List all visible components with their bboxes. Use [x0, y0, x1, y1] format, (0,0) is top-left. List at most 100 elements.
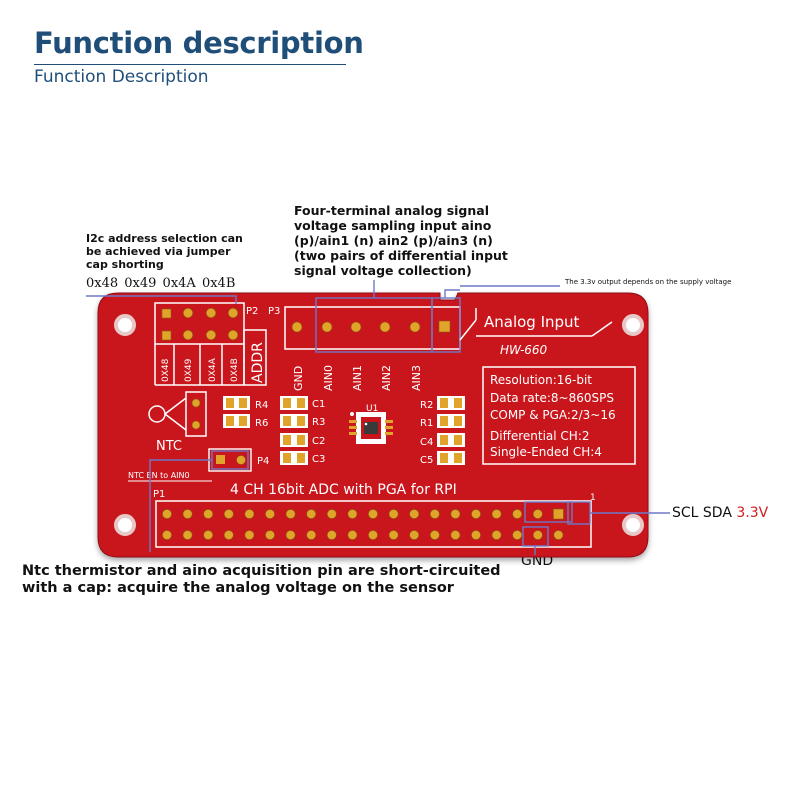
- spec-comp: COMP & PGA:2/3~16: [490, 408, 616, 422]
- r4-label: R4: [255, 400, 268, 411]
- gpio-pin: [265, 530, 275, 540]
- p4-label: P4: [257, 456, 269, 467]
- c3-label: C3: [312, 454, 325, 465]
- gpio-pin: [368, 530, 378, 540]
- gpio-pin: [450, 530, 461, 540]
- leader-lines: [86, 280, 670, 555]
- gpio-pin: [429, 509, 440, 519]
- gpio-pin: [409, 509, 420, 519]
- gpio-pin: [244, 509, 255, 519]
- gpio-header: [155, 500, 592, 548]
- spec-single-ended: Single-Ended CH:4: [490, 445, 602, 459]
- gpio-pin: [471, 530, 481, 540]
- u1-label: U1: [366, 404, 378, 414]
- i2c-address-note: I2c address selection can be achieved vi…: [86, 232, 243, 271]
- components-right: R2 R1 C4 C5: [420, 396, 465, 466]
- gpio-pin: [223, 530, 234, 540]
- gpio-pin: [471, 509, 481, 519]
- gpio-pin: [244, 530, 255, 540]
- gpio-pin: [553, 530, 564, 540]
- scl-sda-label: SCL SDA 3.3V: [672, 505, 768, 521]
- c2-label: C2: [312, 436, 325, 447]
- pin-ain2-label: AIN2: [380, 365, 393, 391]
- gpio-pin: [285, 509, 296, 519]
- gpio-pin: [429, 530, 440, 540]
- spec-differential: Differential CH:2: [490, 429, 590, 443]
- gpio-pin: [368, 509, 378, 519]
- gpio-pin: [512, 530, 523, 540]
- gpio-pin: [326, 530, 337, 540]
- ntc-en-label: NTC EN to AIN0: [128, 471, 190, 480]
- gpio-pin: [512, 509, 523, 519]
- page-title: Function description: [34, 26, 364, 60]
- addr-4a-label: 0X4A: [208, 357, 218, 382]
- page-subtitle: Function Description: [34, 67, 209, 87]
- spec-resolution: Resolution:16-bit: [490, 373, 592, 387]
- gpio-pin: [388, 530, 399, 540]
- pin-gnd-label: GND: [292, 366, 305, 391]
- address-jumper-header: [154, 302, 267, 386]
- gpio-pin: [553, 508, 564, 520]
- gpio-pin: [223, 509, 234, 519]
- gpio-pin: [306, 530, 317, 540]
- board-title-block: Analog Input HW-660: [459, 308, 613, 357]
- board-model: HW-660: [500, 343, 548, 357]
- ntc-thermistor: NTC: [148, 391, 207, 454]
- output-voltage-note: The 3.3v output depends on the supply vo…: [565, 278, 732, 286]
- gpio-pin: [491, 530, 502, 540]
- scl-sda-text: SCL SDA: [672, 505, 732, 521]
- p3-label: P3: [268, 306, 280, 317]
- r2-label: R2: [420, 400, 433, 411]
- u1-chip: U1: [349, 404, 393, 444]
- gpio-pin: [347, 530, 358, 540]
- spec-box: Resolution:16-bit Data rate:8~860SPS COM…: [482, 366, 636, 465]
- c5-label: C5: [420, 455, 433, 466]
- gpio-pin: [203, 509, 214, 519]
- gpio-pin: [326, 509, 337, 519]
- pin1-label: 1: [590, 493, 596, 503]
- analog-input-note: Four-terminal analog signal voltage samp…: [294, 203, 508, 278]
- gpio-pin: [450, 509, 461, 519]
- p4-jumper: P4 NTC EN to AIN0: [128, 448, 269, 482]
- addr-48-label: 0X48: [161, 358, 171, 382]
- addr-4b-label: 0X4B: [230, 358, 240, 382]
- gpio-pin: [162, 509, 172, 519]
- p2-label: P2: [246, 306, 258, 317]
- c4-label: C4: [420, 437, 433, 448]
- r6-label: R6: [255, 418, 268, 429]
- r3-label: R3: [312, 417, 325, 428]
- gpio-pin: [388, 509, 399, 519]
- i2c-address-list: 0x48 0x49 0x4A 0x4B: [86, 276, 236, 291]
- resistors-left: R4 R6: [223, 396, 268, 429]
- gpio-pin: [347, 509, 358, 519]
- ntc-note: Ntc thermistor and aino acquisition pin …: [22, 563, 501, 596]
- c1-label: C1: [312, 399, 325, 410]
- r1-label: R1: [420, 418, 433, 429]
- gpio-pin: [532, 509, 543, 519]
- spec-datarate: Data rate:8~860SPS: [490, 391, 614, 405]
- gpio-pin: [203, 530, 214, 540]
- gpio-pin: [285, 530, 296, 540]
- board-bottom-text: 4 CH 16bit ADC with PGA for RPI: [230, 482, 457, 498]
- gpio-pin: [532, 530, 543, 540]
- pin-ain3-label: AIN3: [410, 365, 423, 391]
- title-underline: [34, 64, 346, 65]
- voltage-label: 3.3V: [736, 505, 769, 521]
- gpio-pin: [409, 530, 420, 540]
- ntc-label: NTC: [156, 439, 182, 454]
- pin-ain0-label: AIN0: [322, 365, 335, 391]
- address-pins: [161, 307, 239, 341]
- p1-label: P1: [153, 489, 165, 500]
- gpio-pin: [182, 509, 193, 519]
- mounting-holes: [114, 314, 644, 536]
- gpio-pin: [162, 530, 172, 540]
- gpio-pin: [265, 509, 275, 519]
- board-title: Analog Input: [484, 313, 580, 331]
- addr-49-label: 0X49: [184, 358, 194, 382]
- gpio-pins: [162, 508, 564, 540]
- gpio-pin: [306, 509, 317, 519]
- capacitors-left: C1 R3 C2 C3: [280, 396, 325, 465]
- gpio-pin: [491, 509, 502, 519]
- pin-ain1-label: AIN1: [351, 365, 364, 391]
